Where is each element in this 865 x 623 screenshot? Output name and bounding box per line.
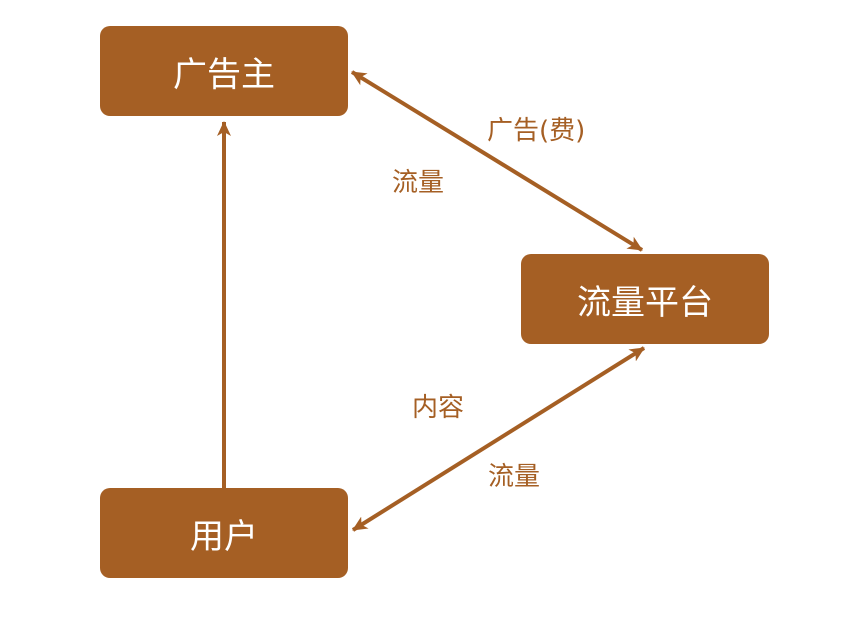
edge-label-traffic-bottom: 流量 [488,462,541,492]
edge-label-ad-fee: 广告(费) [487,116,586,146]
edge-platform-user [351,346,646,532]
node-advertiser: 广告主 [100,26,348,116]
edge-label-traffic-top: 流量 [392,168,445,198]
node-traffic-platform-label: 流量平台 [577,282,713,323]
node-traffic-platform: 流量平台 [521,254,769,344]
edge-advertiser-platform [350,70,644,252]
edge-label-content: 内容 [412,393,465,423]
node-user: 用户 [100,488,348,578]
node-advertiser-label: 广告主 [173,54,275,95]
node-user-label: 用户 [190,516,258,557]
